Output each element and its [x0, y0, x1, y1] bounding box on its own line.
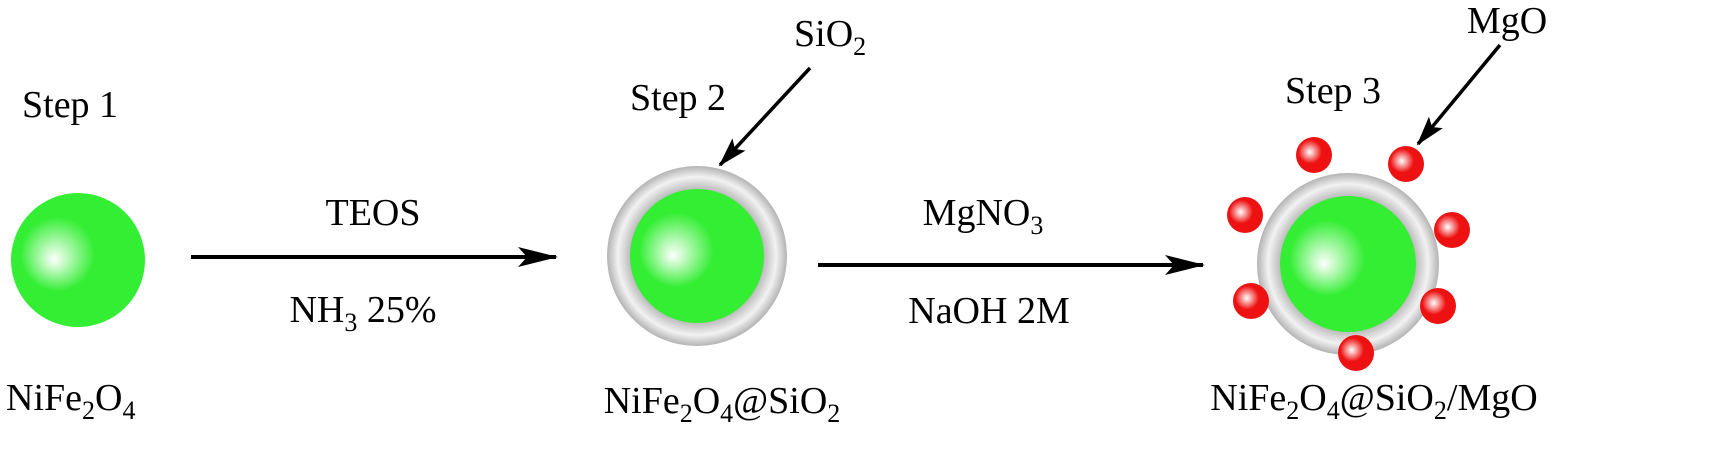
decorated-particle: [1227, 137, 1470, 371]
core-sphere: [630, 189, 764, 323]
mgo-pointer-label: MgO: [1467, 0, 1547, 42]
mgo-particle: [1296, 137, 1332, 173]
reaction-1-reagent-above: TEOS: [326, 192, 421, 234]
core-shell-particle: [607, 166, 787, 346]
sio2-pointer-label: SiO2: [794, 13, 866, 61]
step-2-label: Step 2: [630, 77, 726, 119]
nife2o4-core-particle: [11, 193, 145, 327]
product-3-label: NiFe2O4@SiO2/MgO: [1210, 377, 1537, 425]
reaction-2-reagent-below: NaOH 2M: [908, 290, 1069, 332]
core-sphere: [11, 193, 145, 327]
product-1-label: NiFe2O4: [6, 377, 135, 425]
mgo-pointer-arrow: [1416, 43, 1502, 146]
sio2-pointer-arrow: [718, 66, 812, 167]
reaction-2-reagent-above: MgNO3: [923, 192, 1044, 240]
mgo-particle: [1227, 197, 1263, 233]
mgo-particle: [1420, 288, 1456, 324]
mgo-particle: [1233, 283, 1269, 319]
reaction-1-reagent-below: NH3 25%: [289, 289, 436, 337]
mgo-particle: [1388, 146, 1424, 182]
step-1-label: Step 1: [22, 84, 118, 126]
mgo-particle: [1434, 212, 1470, 248]
mgo-particle: [1338, 335, 1374, 371]
step-3-label: Step 3: [1285, 70, 1381, 112]
core-sphere: [1280, 196, 1416, 332]
product-2-label: NiFe2O4@SiO2: [604, 380, 841, 428]
